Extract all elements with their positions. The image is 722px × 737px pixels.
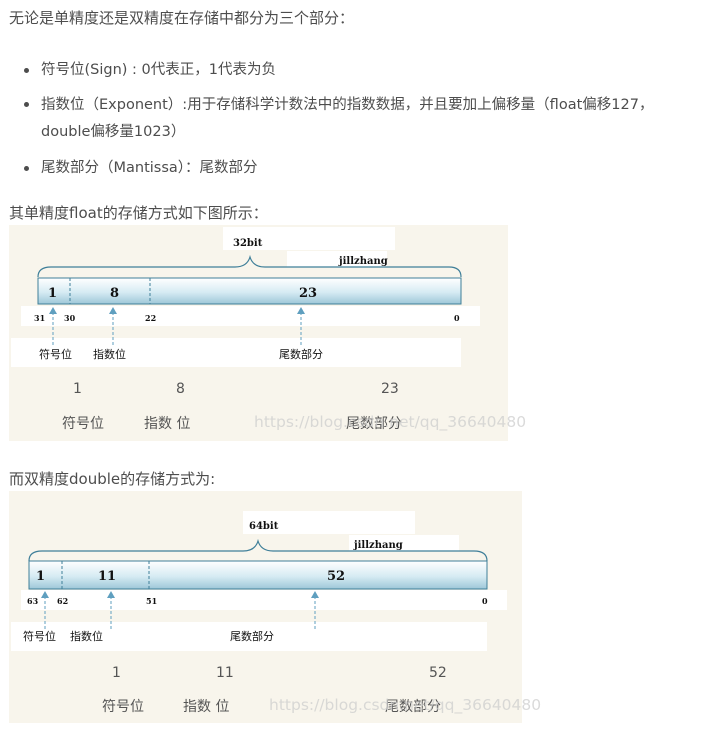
bits-label: 32bit [233,238,263,249]
bit-position-30: 30 [64,313,76,323]
bit-position-63: 63 [27,596,39,606]
inner-label-sign: 符号位 [23,629,56,643]
double-diagram-svg: 64bit jillzhang 1 11 52 63 62 51 0 符号位 指… [11,511,507,651]
bit-span-brace [28,538,488,562]
list-item-mantissa: 尾数部分（Mantissa）：尾数部分 [22,156,702,180]
author-label: jillzhang [353,540,403,551]
caption-label-sign: 符号位 [62,416,104,432]
sign-width: 1 [48,286,57,301]
inner-label-sign: 符号位 [39,347,72,361]
caption-value-sign: 1 [112,665,121,681]
caption-label-exponent: 指数 位 [183,699,230,715]
sign-width: 1 [36,569,45,584]
float-diagram: 32bit jillzhang 1 8 23 31 30 22 0 符号位 指数… [9,225,526,441]
bit-position-51: 51 [146,596,157,606]
float-bit-bar [37,277,462,305]
component-list: 符号位(Sign) : 0代表正，1代表为负 指数位（Exponent）:用于存… [22,58,702,190]
author-label: jillzhang [338,256,388,267]
float-diagram-svg: 32bit jillzhang 1 8 23 31 30 22 0 符号位 指数… [11,227,480,367]
author-label-patch [349,535,459,551]
bits-label-patch [223,227,395,250]
intro-text: 无论是单精度还是双精度在存储中都分为三个部分： [9,9,355,27]
exponent-width: 11 [98,569,116,584]
inner-label-strip [11,622,487,651]
caption-value-exponent: 11 [216,665,234,681]
inner-label-exponent: 指数位 [70,629,103,643]
list-item-exponent: 指数位（Exponent）:用于存储科学计数法中的指数数据，并且要加上偏移量（f… [22,92,702,146]
bit-position-strip [21,590,507,610]
caption-value-mantissa: 23 [381,381,399,397]
bit-span-brace [37,254,462,278]
inner-label-exponent: 指数位 [93,347,126,361]
float-section-title: 其单精度float的存储方式如下图所示： [9,204,268,222]
mantissa-width: 52 [327,569,345,584]
bits-label: 64bit [249,521,279,532]
watermark: https://blog.csdn.net/qq_36640480 [254,413,527,431]
bits-label-patch [243,511,415,534]
caption-value-exponent: 8 [176,381,185,397]
author-label-patch [287,251,387,267]
bit-position-strip [21,306,480,326]
double-bit-bar [28,560,488,590]
exponent-width: 8 [110,286,119,301]
inner-label-mantissa: 尾数部分 [279,347,323,361]
caption-label-mantissa: 尾数部分 [385,699,441,715]
bit-position-0: 0 [482,596,488,606]
bit-position-62: 62 [57,596,68,606]
double-diagram: 64bit jillzhang 1 11 52 63 62 51 0 符号位 指… [9,491,541,723]
double-section-title: 而双精度double的存储方式为: [9,470,216,488]
bit-position-31: 31 [34,313,45,323]
caption-label-exponent: 指数 位 [144,416,191,432]
caption-label-mantissa: 尾数部分 [346,416,402,432]
list-item-sign: 符号位(Sign) : 0代表正，1代表为负 [22,58,702,82]
mantissa-width: 23 [299,286,317,301]
watermark: https://blog.csdn.net/qq_36640480 [269,696,542,714]
pointer-arrows [41,591,319,631]
caption-label-sign: 符号位 [102,699,144,715]
bit-position-0: 0 [454,313,460,323]
inner-label-mantissa: 尾数部分 [230,629,274,643]
caption-value-sign: 1 [73,381,82,397]
inner-label-strip [11,338,461,367]
caption-value-mantissa: 52 [429,665,447,681]
pointer-arrows [49,307,305,347]
bit-position-22: 22 [145,313,156,323]
